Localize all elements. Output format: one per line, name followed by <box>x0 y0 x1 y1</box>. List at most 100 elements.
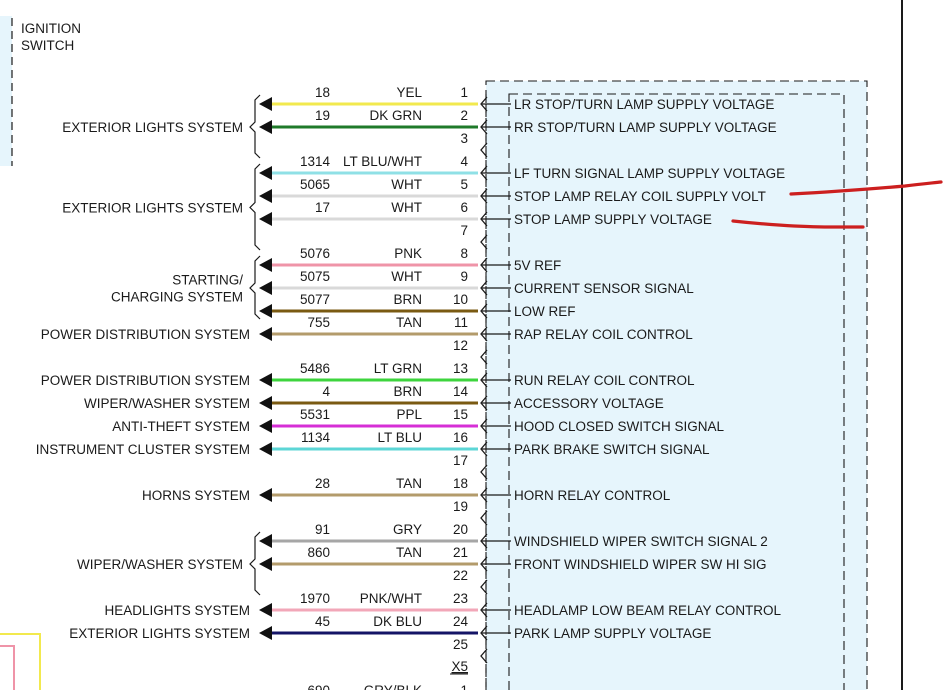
pin-description: PARK BRAKE SWITCH SIGNAL <box>514 442 710 457</box>
pin-row-16: 16 1134 LT BLU PARK BRAKE SWITCH SIGNAL <box>259 430 710 457</box>
pin-number: 4 <box>460 154 468 169</box>
wire-arrow-1 <box>259 97 272 111</box>
system-label: STARTING/ <box>172 273 243 288</box>
pin-number: 7 <box>460 223 468 238</box>
system-label: HEADLIGHTS SYSTEM <box>104 603 250 618</box>
pin-number: 12 <box>453 338 468 353</box>
pin-number: 15 <box>453 407 468 422</box>
pin-number: 22 <box>453 568 468 583</box>
system-label: HORNS SYSTEM <box>142 488 250 503</box>
group-bracket <box>249 163 261 251</box>
circuit-number: 5077 <box>300 292 330 307</box>
pin-description: LF TURN SIGNAL LAMP SUPPLY VOLTAGE <box>514 166 785 181</box>
module-inner-box <box>508 93 845 690</box>
pin-number: 25 <box>453 637 468 652</box>
pin-terminal-7 <box>480 234 488 250</box>
pin-number: 16 <box>453 430 468 445</box>
pin-number: 5 <box>460 177 468 192</box>
system-group: INSTRUMENT CLUSTER SYSTEM <box>36 442 250 457</box>
pin-description: RUN RELAY COIL CONTROL <box>514 373 695 388</box>
pin-number: 24 <box>453 614 469 629</box>
wire-color-label: LT BLU <box>377 430 422 445</box>
pin-terminal-2 <box>480 119 488 135</box>
pin-row-12: 12 <box>453 338 488 365</box>
system-label: EXTERIOR LIGHTS SYSTEM <box>69 626 250 641</box>
wire-arrow-5 <box>259 189 272 203</box>
wire-arrow-21 <box>259 557 272 571</box>
pin-row-7: 7 <box>460 223 488 250</box>
pin-number: 18 <box>453 476 468 491</box>
circuit-number: 5075 <box>300 269 330 284</box>
system-label: EXTERIOR LIGHTS SYSTEM <box>62 201 243 216</box>
system-group: WIPER/WASHER SYSTEM <box>84 396 250 411</box>
pin-terminal-21 <box>480 556 488 572</box>
circuit-number: 5065 <box>300 177 330 192</box>
pin-description: LOW REF <box>514 304 576 319</box>
system-group: EXTERIOR LIGHTS SYSTEM <box>62 163 261 251</box>
next-connector-row: 690 GRY/BLK 1 <box>307 683 468 690</box>
pin-number: 19 <box>453 499 468 514</box>
system-group: EXTERIOR LIGHTS SYSTEM <box>62 94 261 159</box>
pin-terminal-19 <box>480 510 488 526</box>
pin-description: HOOD CLOSED SWITCH SIGNAL <box>514 419 725 434</box>
wire-color-label: WHT <box>391 177 422 192</box>
pin-terminal-3 <box>480 142 488 158</box>
pin-terminal-18 <box>480 487 488 503</box>
pin-number: 10 <box>453 292 468 307</box>
pin-row-22: 22 <box>453 568 488 595</box>
wire-arrow-24 <box>259 626 272 640</box>
pin-number: 13 <box>453 361 468 376</box>
pin-description: LR STOP/TURN LAMP SUPPLY VOLTAGE <box>514 97 774 112</box>
group-bracket <box>249 94 261 159</box>
pin-terminal-5 <box>480 188 488 204</box>
pin-terminal-11 <box>480 326 488 342</box>
wire-color-label: BRN <box>393 384 422 399</box>
wire-arrow-23 <box>259 603 272 617</box>
system-label: EXTERIOR LIGHTS SYSTEM <box>62 120 243 135</box>
pin-description: STOP LAMP SUPPLY VOLTAGE <box>514 212 712 227</box>
pin-terminal-23 <box>480 602 488 618</box>
system-label: POWER DISTRIBUTION SYSTEM <box>41 373 250 388</box>
wire-color-label: TAN <box>396 545 422 560</box>
circuit-number: 17 <box>315 200 330 215</box>
circuit-number: 91 <box>315 522 330 537</box>
pin-description: FRONT WINDSHIELD WIPER SW HI SIG <box>514 557 767 572</box>
pin-terminal-24 <box>480 625 488 641</box>
pin-terminal-13 <box>480 372 488 388</box>
pin-description: RAP RELAY COIL CONTROL <box>514 327 693 342</box>
pin-terminal-9 <box>480 280 488 296</box>
pin-terminal-25 <box>480 648 488 664</box>
pin-description: STOP LAMP RELAY COIL SUPPLY VOLT <box>514 189 766 204</box>
wire-arrow-14 <box>259 396 272 410</box>
pin-terminal-12 <box>480 349 488 365</box>
system-group: WIPER/WASHER SYSTEM <box>77 531 261 596</box>
pin-description: HEADLAMP LOW BEAM RELAY CONTROL <box>514 603 782 618</box>
pin-description: 5V REF <box>514 258 561 273</box>
circuit-number: 1134 <box>301 430 331 445</box>
system-group: HEADLIGHTS SYSTEM <box>104 603 250 618</box>
red-markup-line-upper <box>789 180 943 196</box>
bottom-left-yellow-box <box>0 633 41 690</box>
wire-arrow-6 <box>259 212 272 226</box>
circuit-number: 1970 <box>300 591 330 606</box>
pin-number: 17 <box>453 453 468 468</box>
circuit-number: 5486 <box>300 361 330 376</box>
wire-arrow-10 <box>259 304 272 318</box>
wire-color-label: LT BLU/WHT <box>343 154 422 169</box>
pin-description: ACCESSORY VOLTAGE <box>514 396 664 411</box>
system-label: CHARGING SYSTEM <box>111 290 243 305</box>
